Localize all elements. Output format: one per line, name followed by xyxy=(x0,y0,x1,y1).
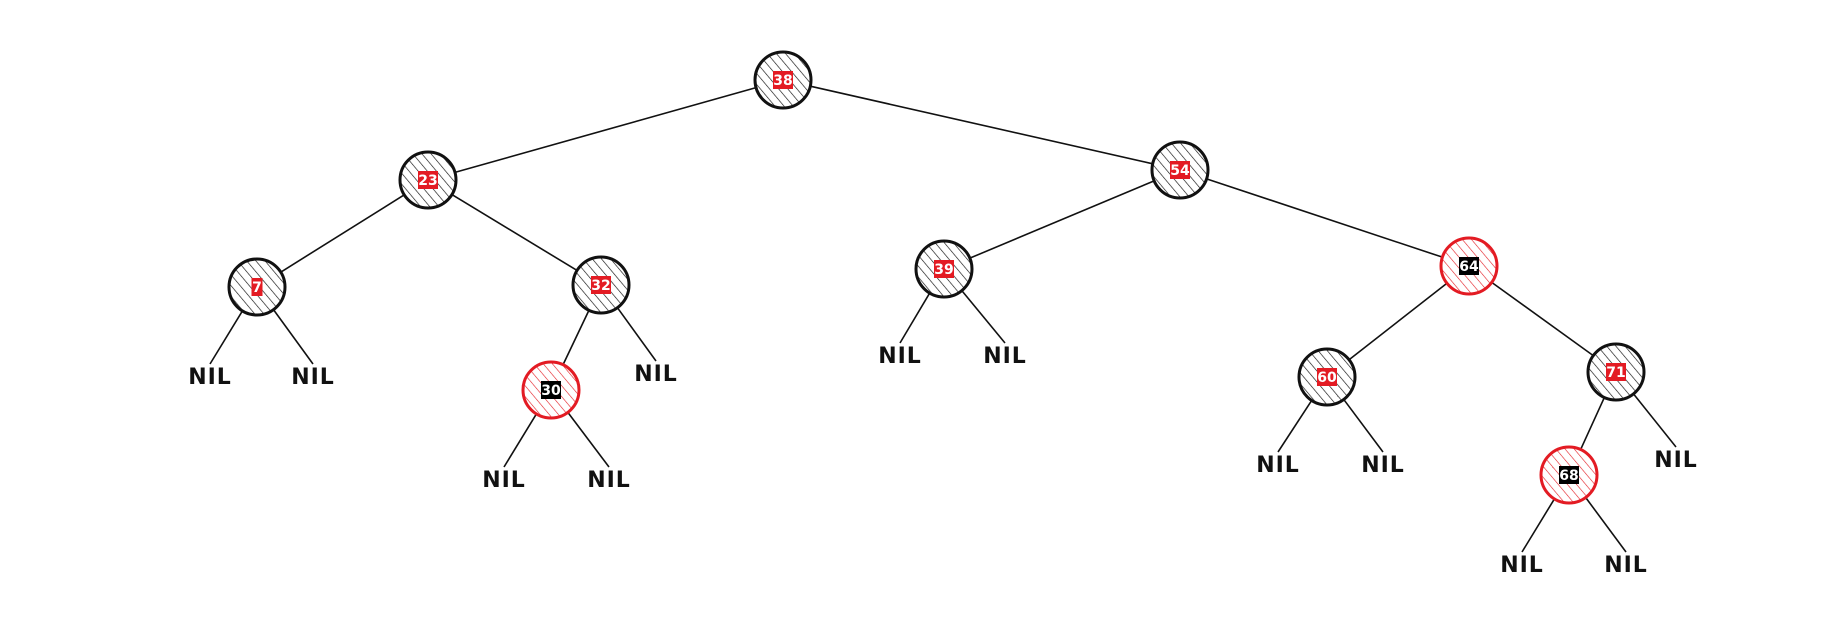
nil-leaf-label: NIL xyxy=(1361,453,1405,478)
node-key-label: 39 xyxy=(934,262,953,278)
tree-node-38: 38 xyxy=(753,50,813,110)
edge-n54-n39 xyxy=(969,180,1155,259)
node-key-label: 68 xyxy=(1559,468,1578,484)
node-key-box xyxy=(1606,363,1626,381)
node-key-box xyxy=(773,71,793,89)
edge-n30-nil xyxy=(503,413,538,468)
edge-n54-n64 xyxy=(1206,178,1443,258)
node-key-label: 23 xyxy=(418,173,437,189)
edge-n38-n54 xyxy=(810,85,1153,165)
node-key-box xyxy=(1559,466,1579,484)
edge-n39-nil xyxy=(899,292,931,344)
node-key-box xyxy=(591,276,611,294)
tree-node-60: 60 xyxy=(1297,347,1357,407)
tree-node-71: 71 xyxy=(1586,342,1646,402)
nil-leaf-label: NIL xyxy=(1654,448,1698,473)
node-key-label: 60 xyxy=(1317,370,1337,386)
nil-leaf-label: NIL xyxy=(1256,453,1300,478)
nil-leaf-label: NIL xyxy=(1604,553,1648,578)
node-key-label: 71 xyxy=(1606,365,1625,381)
tree-node-7: 7 xyxy=(227,257,287,317)
edge-n30-nil xyxy=(567,411,610,468)
nil-leaves: NIL NIL NIL NIL NIL NIL NIL NIL NIL NIL NIL NIL xyxy=(188,344,1698,578)
edge-n39-nil xyxy=(961,290,1006,344)
nil-leaf-label: NIL xyxy=(878,344,922,369)
edge-n7-nil xyxy=(209,310,244,365)
tree-node-32: 32 xyxy=(571,255,631,315)
nil-leaf-label: NIL xyxy=(291,365,335,390)
node-key-label: 38 xyxy=(773,73,792,89)
node-key-label: 30 xyxy=(541,383,561,399)
edge-n71-n68 xyxy=(1579,397,1606,450)
node-key-label: 64 xyxy=(1459,259,1479,275)
nil-leaf-label: NIL xyxy=(1500,553,1544,578)
node-key-box xyxy=(418,171,438,189)
edge-n7-nil xyxy=(272,309,314,365)
nil-leaf-label: NIL xyxy=(188,365,232,390)
edge-n71-nil xyxy=(1632,393,1677,448)
tree-edges xyxy=(209,85,1677,553)
node-key-box xyxy=(541,381,561,399)
nil-leaf-label: NIL xyxy=(587,468,631,493)
edge-n60-nil xyxy=(1343,398,1384,453)
tree-node-54: 54 xyxy=(1150,140,1210,200)
tree-node-64: 64 xyxy=(1439,236,1499,296)
edge-n68-nil xyxy=(1585,497,1627,553)
edge-n64-n71 xyxy=(1491,281,1594,357)
edge-n38-n23 xyxy=(454,86,757,174)
node-key-box xyxy=(1317,368,1337,386)
node-key-label: 32 xyxy=(591,278,610,294)
edge-n60-nil xyxy=(1277,400,1313,453)
edge-n64-n60 xyxy=(1348,282,1448,361)
node-key-label: 54 xyxy=(1170,163,1190,179)
tree-node-39: 39 xyxy=(914,239,974,299)
nil-leaf-label: NIL xyxy=(634,362,678,387)
tree-node-23: 23 xyxy=(398,150,458,210)
node-key-box xyxy=(1170,161,1190,179)
tree-node-68: 68 xyxy=(1539,445,1599,505)
nil-leaf-label: NIL xyxy=(983,344,1027,369)
node-key-box xyxy=(1459,257,1479,275)
nil-leaf-label: NIL xyxy=(482,468,526,493)
edge-n23-n7 xyxy=(280,194,405,273)
edge-n32-n30 xyxy=(562,309,590,366)
node-key-box xyxy=(934,260,954,278)
tree-node-30: 30 xyxy=(521,360,581,420)
node-key-box xyxy=(251,278,263,296)
edge-n32-nil xyxy=(616,307,657,362)
node-key-label: 7 xyxy=(252,280,262,296)
edge-n68-nil xyxy=(1521,498,1556,553)
tree-nodes: 38 23 54 7 32 30 39 64 60 71 68 xyxy=(227,50,1646,505)
edge-n23-n32 xyxy=(451,193,578,272)
